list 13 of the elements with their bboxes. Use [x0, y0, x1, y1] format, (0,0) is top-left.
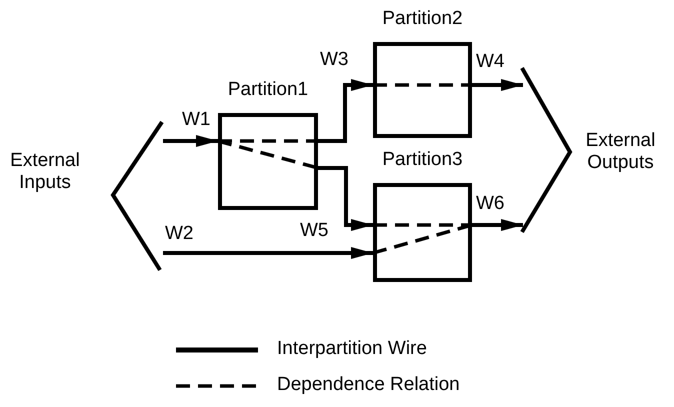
wire-arrow	[318, 166, 373, 231]
partition-heading: Partition3	[382, 149, 463, 171]
wire-arrow	[472, 79, 523, 91]
wire-arrow	[163, 247, 373, 259]
legend-label: Interpartition Wire	[277, 338, 427, 360]
legend-label: Dependence Relation	[277, 374, 460, 396]
terminal-label: External Outputs	[584, 130, 656, 174]
terminal-label: External Inputs	[9, 150, 81, 194]
wire-arrow	[318, 79, 373, 143]
partition-heading: Partition1	[228, 79, 308, 101]
wire-arrow	[472, 219, 523, 231]
wire-arrow	[163, 135, 218, 147]
partition-heading: Partition2	[382, 8, 463, 30]
